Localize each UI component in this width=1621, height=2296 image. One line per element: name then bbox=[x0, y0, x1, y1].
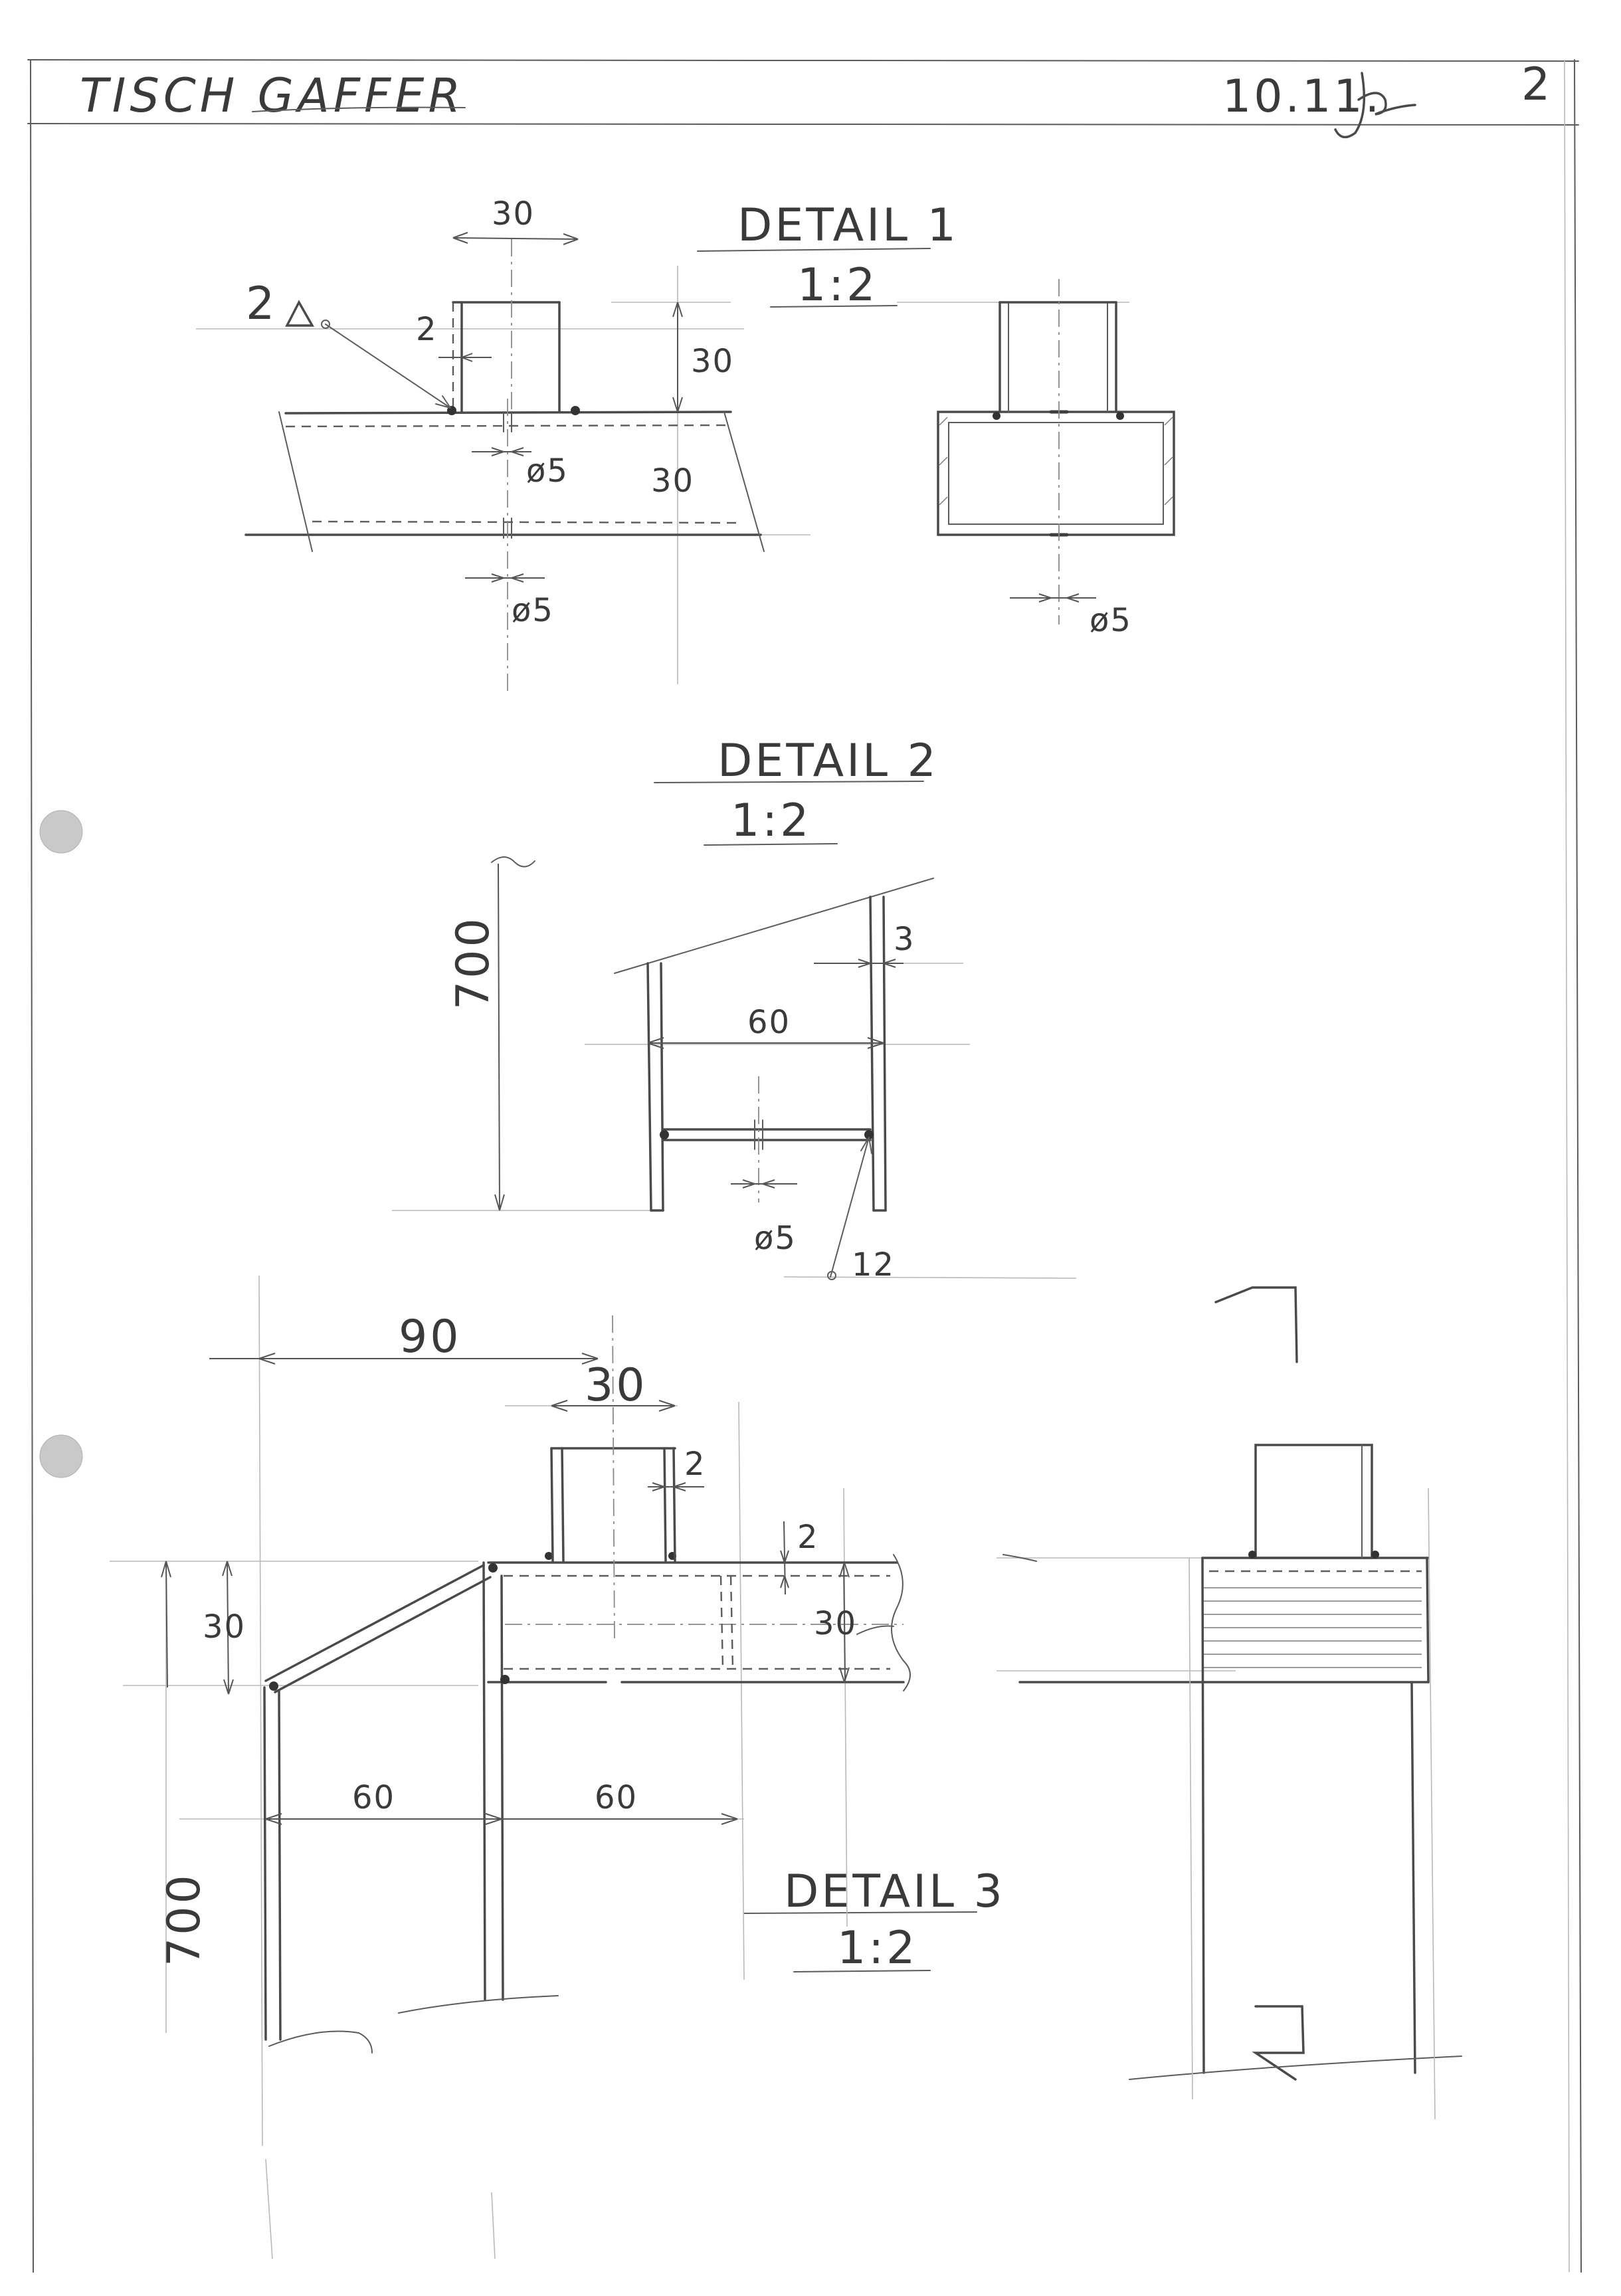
detail-1-dim-hole-section: ø5 bbox=[1090, 602, 1132, 639]
detail-2-weld-symbol: 12 bbox=[852, 1246, 895, 1284]
detail-3-scale: 1:2 bbox=[837, 1922, 917, 1974]
detail-3-dim-height-left: 30 bbox=[203, 1608, 246, 1646]
detail-2-dim-hole: ø5 bbox=[754, 1220, 797, 1257]
detail-2-dim-wall: 3 bbox=[894, 921, 915, 958]
detail-3-dim-total-height: 700 bbox=[158, 1872, 211, 1966]
detail-1: DETAIL 1 1:2 30 bbox=[196, 195, 1175, 691]
drawing-date: 10.11. bbox=[1222, 70, 1382, 123]
detail-1-dim-height-upper: 30 bbox=[691, 343, 734, 380]
detail-1-dim-hole-bottom: ø5 bbox=[512, 592, 554, 629]
signature-mark bbox=[1334, 72, 1416, 139]
punch-hole-top bbox=[39, 810, 83, 854]
detail-2-dim-height: 700 bbox=[447, 915, 500, 1010]
detail-2-scale: 1:2 bbox=[731, 795, 811, 847]
detail-1-scale: 1:2 bbox=[797, 259, 878, 312]
detail-3-dim-width: 30 bbox=[585, 1359, 648, 1412]
title-block: TISCH GAFFER 10.11. 2 bbox=[80, 58, 1553, 139]
detail-1-label: DETAIL 1 bbox=[737, 199, 959, 252]
detail-1-dim-wall: 2 bbox=[416, 311, 438, 348]
sheet-frame bbox=[27, 59, 1582, 2273]
detail-2-label: DETAIL 2 bbox=[717, 735, 939, 787]
detail-3-section bbox=[997, 1286, 1462, 2120]
detail-3-dim-leg-left: 60 bbox=[352, 1779, 395, 1816]
detail-3-dim-leg-right: 60 bbox=[595, 1779, 638, 1816]
detail-1-section: ø5 bbox=[897, 279, 1175, 639]
detail-3-dim-offset: 90 bbox=[399, 1311, 462, 1363]
detail-1-dim-hole-top: ø5 bbox=[526, 452, 569, 490]
page-number: 2 bbox=[1521, 58, 1553, 111]
detail-3-dim-height-right: 30 bbox=[814, 1605, 857, 1642]
detail-3-label: DETAIL 3 bbox=[784, 1866, 1005, 1918]
punch-hole-bottom bbox=[39, 1434, 83, 1478]
detail-2-dim-width: 60 bbox=[747, 1004, 791, 1041]
detail-2: DETAIL 2 1:2 700 bbox=[392, 735, 1077, 1284]
detail-3-dim-wall-vertical: 2 bbox=[684, 1446, 706, 1483]
detail-3-dim-wall-horizontal: 2 bbox=[797, 1519, 819, 1556]
detail-1-weld-symbol: 2 bbox=[246, 278, 277, 330]
detail-1-dim-width: 30 bbox=[492, 195, 535, 233]
detail-3: DETAIL 3 1:2 bbox=[110, 1275, 1462, 2259]
detail-1-dim-height-lower: 30 bbox=[651, 462, 694, 500]
drawing-title: TISCH GAFFER bbox=[80, 68, 464, 123]
